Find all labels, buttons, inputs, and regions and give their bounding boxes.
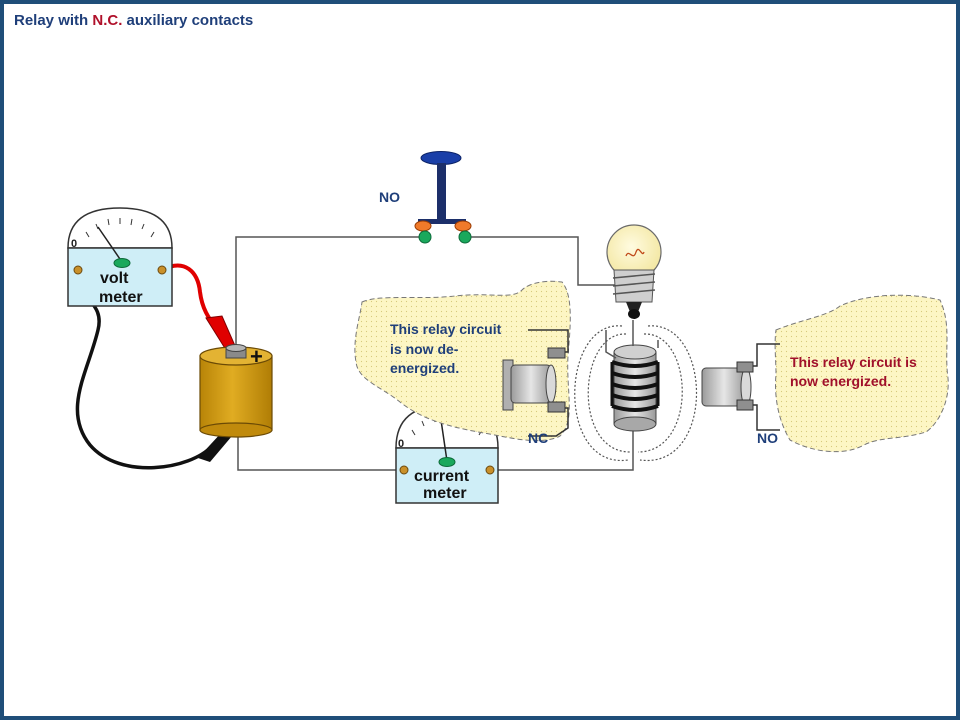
voltmeter-pivot [113, 258, 131, 268]
black-clip [198, 432, 232, 462]
voltmeter-terminal-right [157, 265, 167, 275]
magnetic-field-lines [574, 325, 698, 461]
bulb-filament [625, 248, 645, 257]
bulb-base [613, 269, 655, 303]
bridge-contact-right [454, 220, 472, 232]
push-button-switch: NO [379, 151, 472, 244]
switch-terminal-left [418, 230, 432, 244]
voltmeter-label-line2: meter [99, 289, 143, 306]
battery-plus-sign: + [250, 344, 263, 369]
battery-bottom [199, 422, 273, 438]
voltmeter-terminal-left [73, 265, 83, 275]
voltmeter-needle [97, 226, 123, 263]
current-meter-terminal-right [485, 465, 495, 475]
push-button-bridge [418, 219, 466, 224]
no-contact-label: NO [757, 430, 778, 446]
bulb-tip [626, 302, 642, 312]
current-meter-zero-label: 0 [398, 438, 404, 450]
title-text-start: Relay with [14, 12, 93, 29]
coil-lead-top [605, 330, 617, 359]
slide-title: Relay with N.C. auxiliary contacts [14, 12, 253, 29]
callout-right-line2: now energized. [790, 373, 891, 389]
switch-no-label: NO [379, 189, 400, 205]
callout-left-line2: is now de- [390, 341, 459, 357]
push-button-stem [437, 163, 446, 221]
nc-auxiliary-contact: NC [502, 329, 569, 446]
bridge-contact-left [414, 220, 432, 232]
nc-contact-bottom [547, 401, 566, 413]
wire-bottom-right [497, 428, 634, 471]
callout-right-line1: This relay circuit is [790, 354, 917, 370]
switch-terminal-right [458, 230, 472, 244]
callout-left-cloud [354, 280, 571, 442]
nc-contact-top [547, 347, 566, 359]
bulb-contact [628, 309, 640, 319]
svg-text:This relay circuit is no: This relay circuit is now de- energized. [390, 321, 505, 376]
wire-top-right [465, 236, 622, 286]
voltmeter-zero-label: 0 [71, 238, 77, 250]
callout-right-cloud [774, 294, 949, 453]
current-meter-pivot [438, 457, 456, 467]
current-meter-terminal-left [399, 465, 409, 475]
voltmeter-label-line1: volt [100, 270, 129, 287]
light-bulb [606, 224, 662, 319]
battery: + [199, 344, 273, 438]
title-highlight: N.C. [92, 12, 123, 29]
no-auxiliary-contact: NO [701, 343, 780, 446]
relay-coil [605, 320, 660, 432]
callout-de-energized: This relay circuit is now de- energized. [354, 280, 571, 442]
callout-energized: This relay circuit is now energized. [774, 294, 949, 453]
current-meter-label-line2: meter [423, 485, 467, 502]
no-contact-bottom [736, 399, 754, 411]
wire-top-left [235, 236, 420, 348]
wire-bottom-left [237, 432, 398, 471]
svg-text:This relay circuit is no: This relay circuit is now energized. [790, 354, 921, 389]
title-text-end: auxiliary contacts [122, 12, 254, 29]
callout-left-line1: This relay circuit [390, 321, 502, 337]
voltmeter: 0 volt meter [67, 207, 173, 307]
circuit-wires [235, 236, 634, 471]
callout-left-line3: energized. [390, 360, 459, 376]
battery-body [199, 355, 273, 431]
nc-contact-armature [510, 364, 552, 404]
no-contact-top [736, 361, 754, 373]
push-button-cap [420, 151, 462, 165]
voltmeter-face [67, 247, 173, 307]
current-meter-needle [440, 419, 448, 462]
voltmeter-scale [67, 207, 173, 249]
current-meter-label-line1: current [414, 468, 470, 485]
nc-contact-label: NC [528, 430, 548, 446]
